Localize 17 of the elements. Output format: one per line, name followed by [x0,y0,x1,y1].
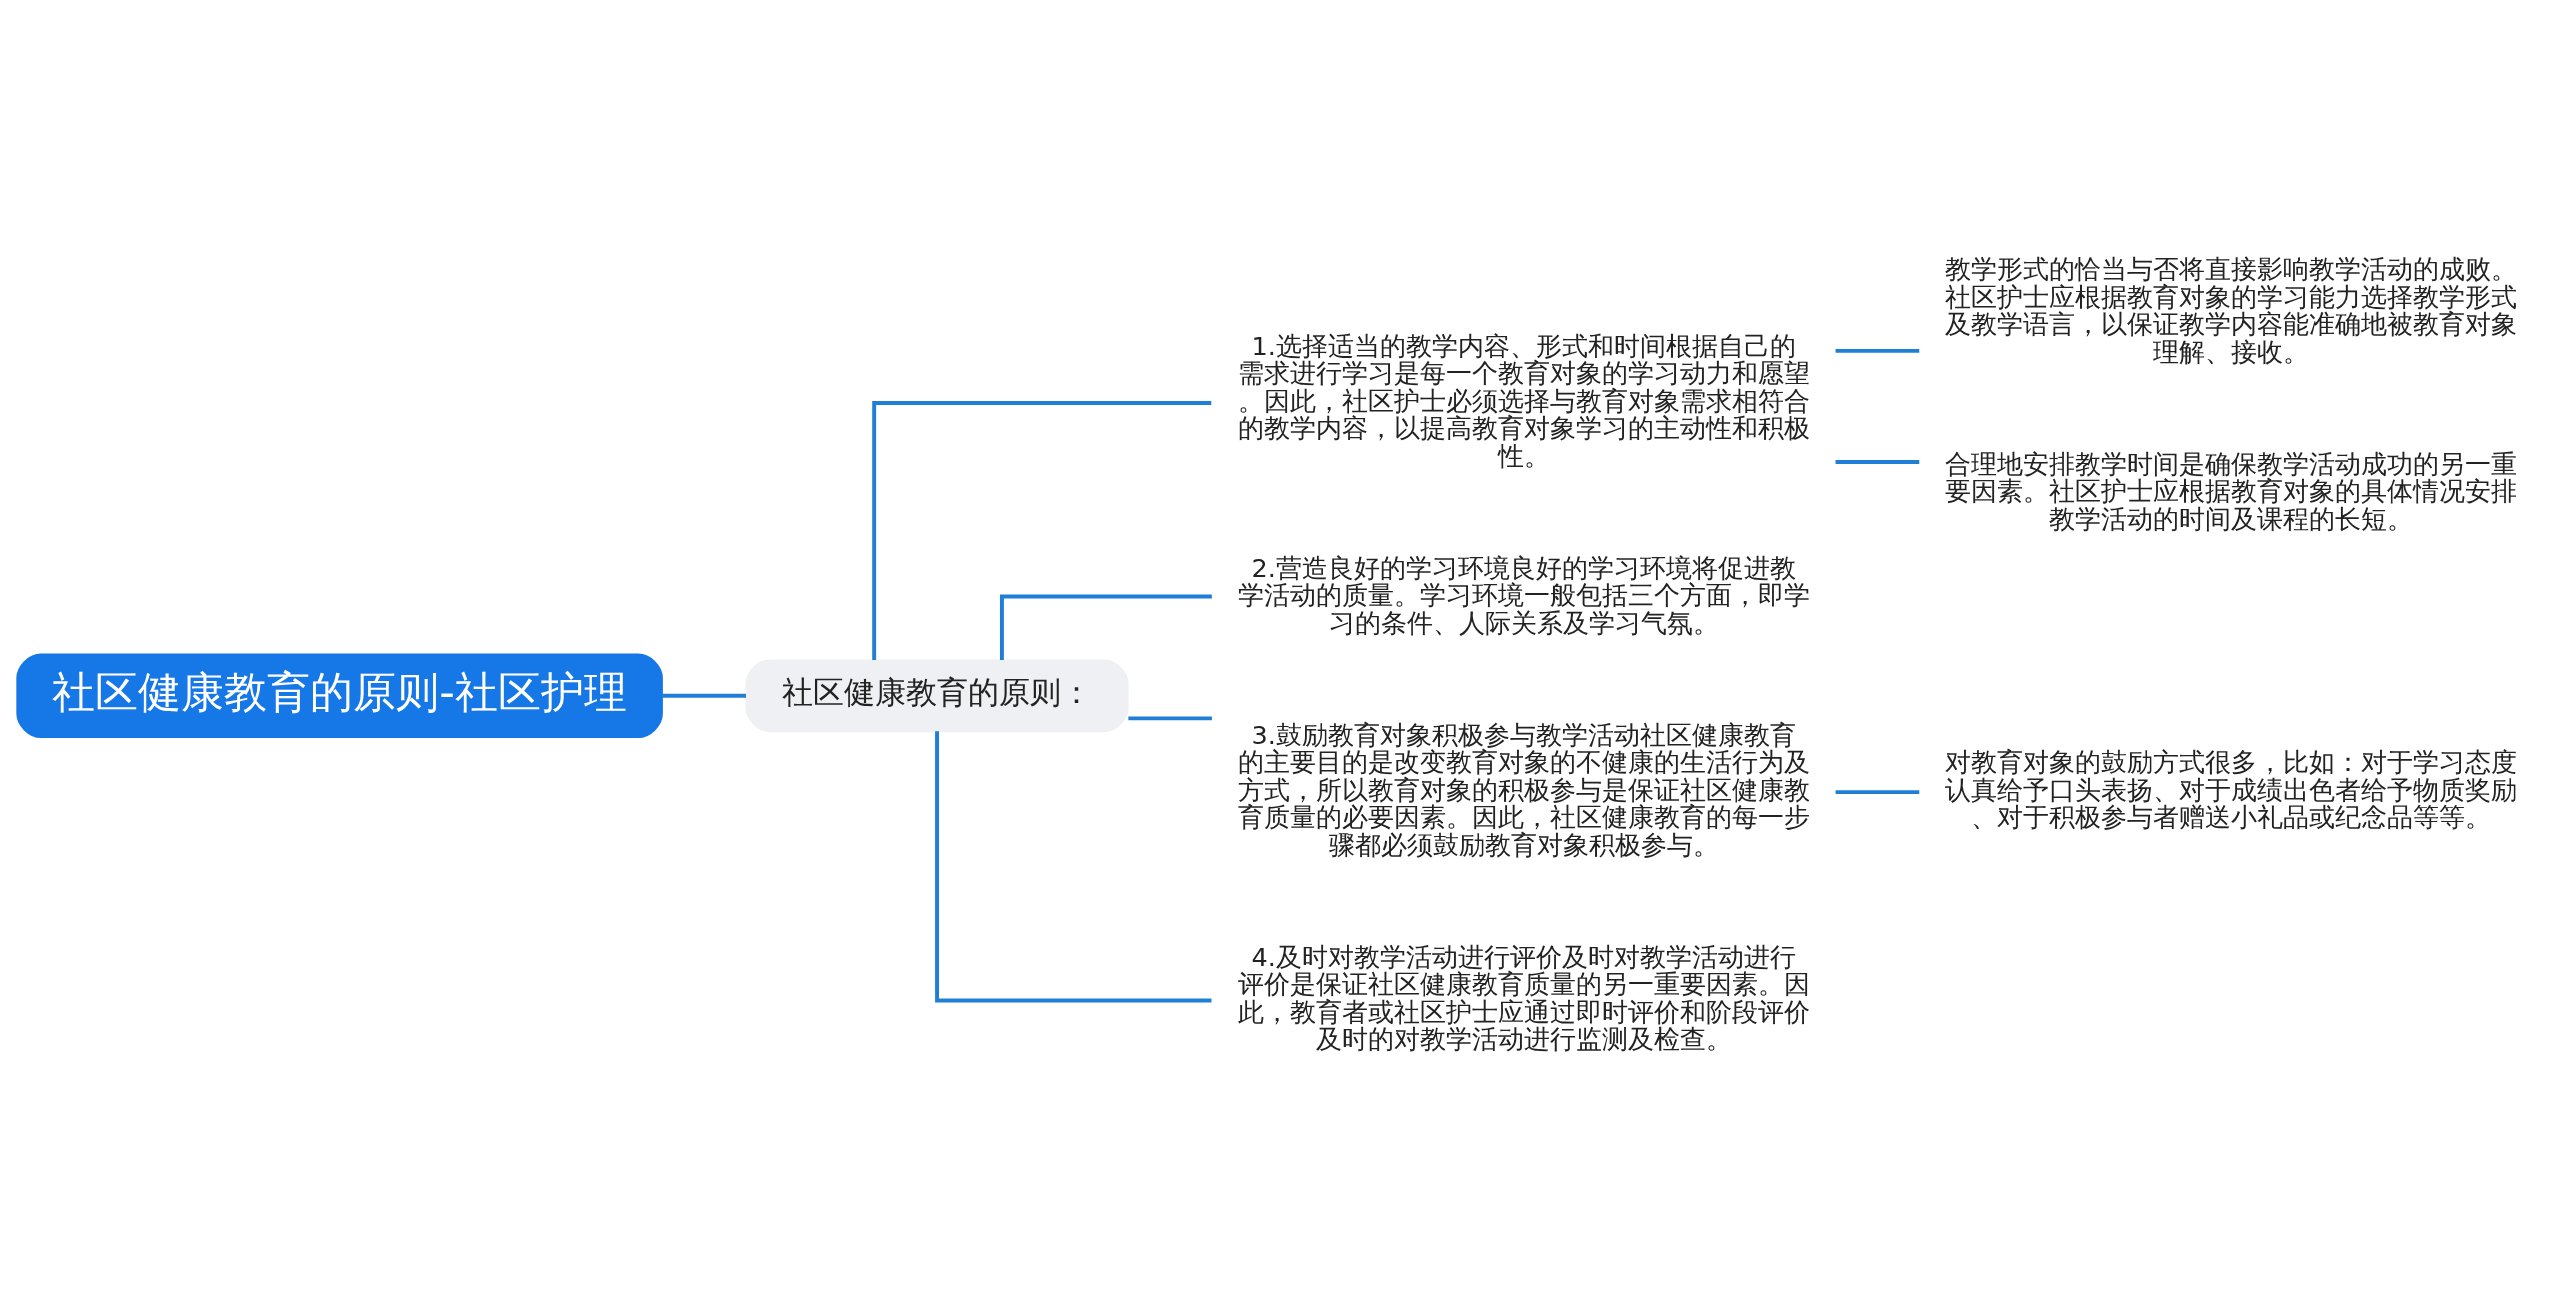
connector [1128,716,1212,721]
connector [999,594,1212,660]
connector [1835,348,1920,353]
node-text: 教学形式的恰当与否将直接影响教学活动的成败。社区护士应根据教育对象的学习能力选择教学形式及教学语言，以保证教学内容能准确地被教育对象理解、接收。 [1945,253,2518,367]
node-text: 2.营造良好的学习环境良好的学习环境将促进教学活动的质量。学习环境一般包括三个方面，即学习的条件、人际关系及学习气氛。 [1237,552,1810,638]
node-box: 社区健康教育的原则： [745,659,1129,733]
node-text: 1.选择适当的教学内容、形式和时间根据自己的需求进行学习是每一个教育对象的学习动力和愿望。因此，社区护士必须选择与教育对象需求相符合的教学内容，以提高教育对象学习的主动性和积极性。 [1237,330,1810,471]
node-text: 合理地安排教学时间是确保教学活动成功的另一重要因素。社区护士应根据教育对象的具体情况安排教学活动的时间及课程的长短。 [1945,448,2518,534]
connector [1835,459,1920,464]
connector [872,401,1212,660]
connector [661,693,746,698]
connector [935,731,1212,1003]
node-text: 对教育对象的鼓励方式很多，比如：对于学习态度认真给予口头表扬、对于成绩出色者给予物质奖励、对于积极参与者赠送小礼品或纪念品等等。 [1945,747,2518,833]
connector [1835,790,1920,795]
node-text: 4.及时对教学活动进行评价及时对教学活动进行评价是保证社区健康教育质量的另一重要因素。因此，教育者或社区护士应通过即时评价和阶段评价及时的对教学活动进行监测及检查。 [1237,941,1810,1055]
node-text: 3.鼓励教育对象积极参与教学活动社区健康教育的主要目的是改变教育对象的不健康的生活行为及方式，所以教育对象的积极参与是保证社区健康教育质量的必要因素。因此，社区健康教育的每一步骤都必须鼓励教育对象积极参与。 [1237,719,1810,860]
node-box: 社区健康教育的原则-社区护理 [16,653,663,739]
